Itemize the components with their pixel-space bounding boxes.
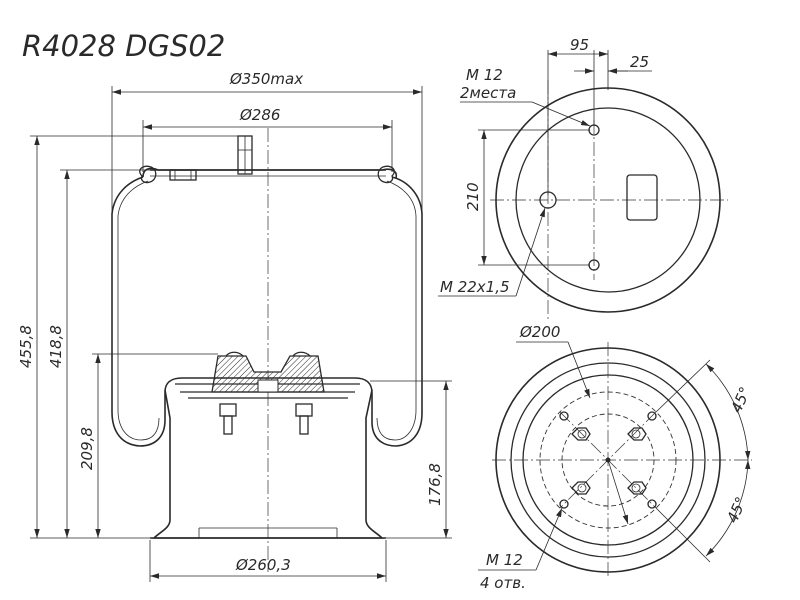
dim-h4558: 455,8 — [17, 325, 35, 368]
dim-h2098: 209,8 — [78, 427, 96, 470]
bumper — [211, 355, 325, 393]
dim-210: 210 — [464, 182, 482, 211]
dim-25: 25 — [630, 53, 649, 71]
dim-h1768: 176,8 — [426, 463, 444, 506]
stud-2 — [627, 427, 647, 441]
dim-d200: Ø200 — [519, 323, 560, 341]
callout-m12-top-2: 2места — [460, 84, 516, 102]
callout-m12-top-1: M 12 — [466, 66, 503, 84]
dim-d350max: Ø350max — [229, 70, 303, 88]
dim-h4188: 418,8 — [47, 325, 65, 368]
dim-angle-45-top: 45° — [727, 384, 754, 416]
drawing-title: R4028 DGS02 — [22, 29, 225, 63]
m12-hole-3 — [559, 499, 569, 509]
dim-d286: Ø286 — [239, 106, 280, 124]
bottom-view: Ø200 45° 45° M 12 4 отв. — [478, 323, 754, 592]
stud-4 — [627, 481, 647, 495]
m12-hole-2 — [647, 411, 657, 421]
callout-m12-bottom-2: 4 отв. — [480, 574, 526, 592]
m12-hole-4 — [647, 499, 657, 509]
side-view: Ø350max Ø286 Ø260,3 455,8 418,8 209,8 17… — [17, 70, 452, 582]
stud-1 — [571, 427, 591, 441]
top-slot — [626, 174, 658, 221]
m12-hole-1 — [559, 411, 569, 421]
callout-m12-bottom-1: M 12 — [486, 551, 523, 569]
stud-3 — [571, 481, 591, 495]
dim-angle-45-bottom: 45° — [723, 494, 750, 526]
bellows-outline — [111, 176, 423, 447]
top-view: 95 25 210 M 12 2места M 22x1,5 — [438, 36, 728, 322]
dim-95: 95 — [570, 36, 589, 54]
dim-d260: Ø260,3 — [235, 556, 291, 574]
callout-m22: M 22x1,5 — [440, 278, 510, 296]
